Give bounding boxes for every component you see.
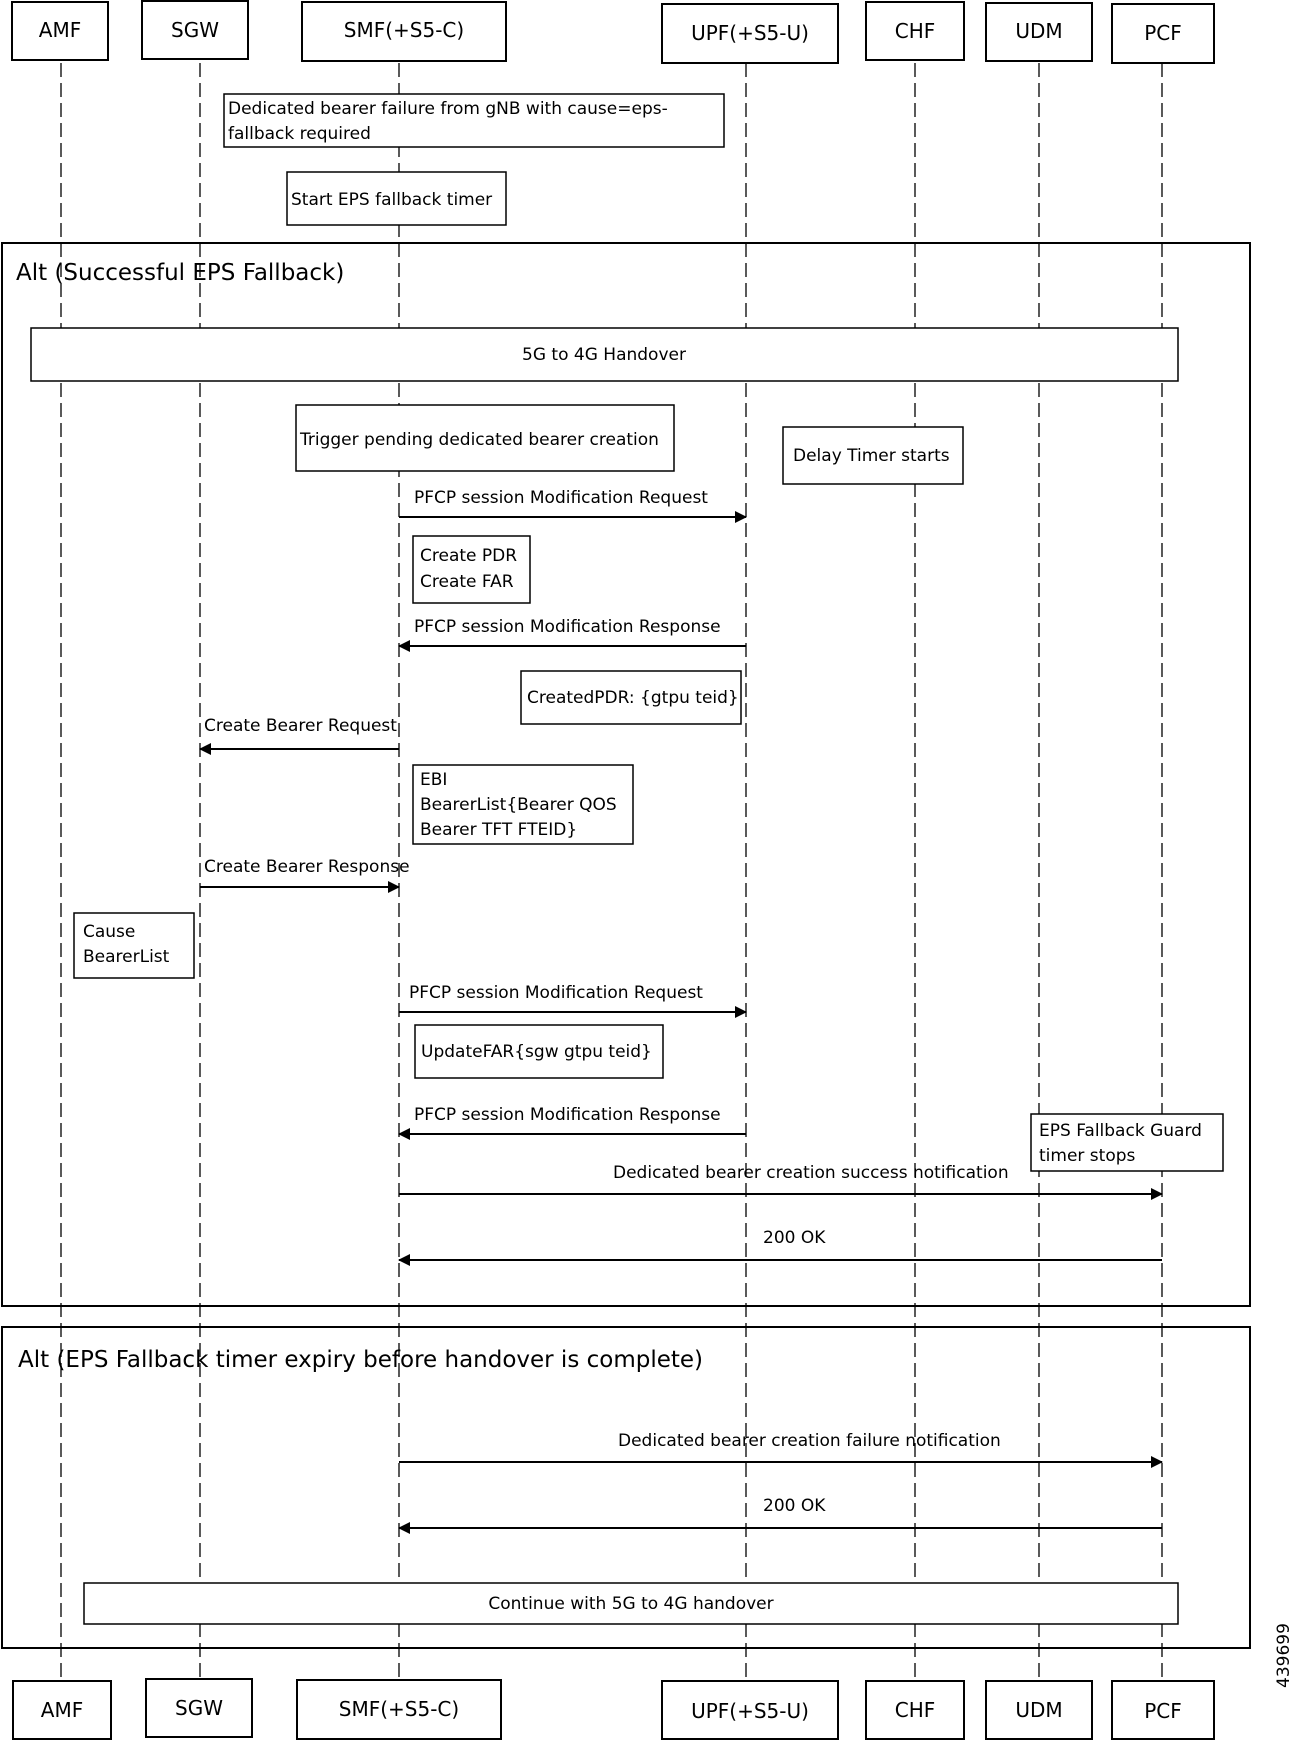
participant-box-upf-bottom: [661, 1680, 839, 1740]
participant-label-smf-bottom: SMF(+S5-C): [339, 1697, 459, 1721]
msg-label-ok-1: 200 OK: [763, 1228, 826, 1248]
participant-box-sgw: [141, 0, 249, 60]
participant-box-amf-bottom: [12, 1680, 112, 1740]
note-bearer-failure: Dedicated bearer failure from gNB with c…: [228, 99, 673, 144]
msg-label-ok-2: 200 OK: [763, 1496, 826, 1516]
note-create-pdr-far-box: [412, 535, 531, 604]
msg-label-failure-notification: Dedicated bearer creation failure notifi…: [618, 1431, 1001, 1451]
participants-bottom: AMF SGW SMF(+S5-C) UPF(+S5-U) CHF UDM PC…: [12, 1678, 1215, 1740]
note-delay-timer-box: [782, 426, 964, 485]
note-created-pdr: CreatedPDR: {gtpu teid}: [527, 688, 739, 708]
msg-label-create-bearer-resp: Create Bearer Response: [204, 857, 410, 877]
note-bearer-failure-box: [223, 93, 725, 148]
participant-box-chf-bottom: [865, 1680, 965, 1740]
note-bearer-details: EBI BearerList{Bearer QOS Bearer TFT FTE…: [420, 770, 622, 840]
participant-box-sgw-bottom: [145, 1678, 253, 1738]
participant-label-chf-bottom: CHF: [895, 1698, 936, 1722]
note-cause-bearerlist: Cause BearerList: [83, 922, 170, 967]
note-continue-handover: Continue with 5G to 4G handover: [488, 1594, 773, 1614]
note-update-far: UpdateFAR{sgw gtpu teid}: [421, 1042, 652, 1062]
participant-label-amf-bottom: AMF: [41, 1698, 83, 1722]
alt-frame-success: [1, 242, 1251, 1307]
participant-label-upf-bottom: UPF(+S5-U): [691, 1699, 809, 1723]
note-delay-timer: Delay Timer starts: [793, 446, 950, 466]
participants-top: AMF SGW SMF(+S5-C) UPF(+S5-U) CHF UDM PC…: [11, 0, 1215, 64]
participant-box-pcf: [1111, 3, 1215, 64]
participant-box-pcf-bottom: [1111, 1680, 1215, 1740]
msg-label-pfcp-req-2: PFCP session Modification Request: [409, 983, 703, 1003]
participant-label-udm: UDM: [1015, 19, 1062, 43]
participant-box-chf: [865, 1, 965, 61]
note-bearer-details-box: [412, 764, 634, 845]
alt-frame-expiry-label: Alt (EPS Fallback timer expiry before ha…: [18, 1347, 703, 1373]
note-create-pdr-far: Create PDR Create FAR: [420, 546, 522, 592]
participant-label-pcf-bottom: PCF: [1144, 1699, 1182, 1723]
msg-label-success-notification: Dedicated bearer creation success notifi…: [613, 1163, 1009, 1183]
msg-label-create-bearer-req: Create Bearer Request: [204, 716, 397, 736]
note-trigger-pending: Trigger pending dedicated bearer creatio…: [299, 430, 659, 450]
participant-label-amf: AMF: [39, 18, 81, 42]
participant-box-amf: [11, 1, 109, 61]
participant-label-sgw: SGW: [171, 18, 219, 42]
participant-label-smf: SMF(+S5-C): [344, 18, 464, 42]
participant-label-sgw-bottom: SGW: [175, 1696, 223, 1720]
note-handover: 5G to 4G Handover: [522, 345, 686, 365]
participant-box-udm-bottom: [985, 1680, 1093, 1740]
msg-label-pfcp-resp-1: PFCP session Modification Response: [414, 617, 721, 637]
participant-label-pcf: PCF: [1144, 21, 1182, 45]
participant-box-smf-bottom: [296, 1679, 502, 1740]
msg-label-pfcp-resp-2: PFCP session Modification Response: [414, 1105, 721, 1125]
note-start-timer: Start EPS fallback timer: [291, 190, 492, 210]
alt-frame-success-label: Alt (Successful EPS Fallback): [16, 260, 344, 286]
figure-number: 439699: [1274, 1623, 1291, 1688]
participant-box-smf: [301, 1, 507, 62]
note-trigger-pending-box: [295, 404, 675, 472]
participant-label-udm-bottom: UDM: [1015, 1698, 1062, 1722]
participant-label-upf: UPF(+S5-U): [691, 21, 809, 45]
note-handover-box: [30, 327, 1179, 382]
msg-label-pfcp-req-1: PFCP session Modification Request: [414, 488, 708, 508]
note-cause-bearerlist-box: [73, 912, 195, 979]
participant-box-udm: [985, 2, 1093, 62]
note-guard-timer: EPS Fallback Guard timer stops: [1039, 1121, 1207, 1166]
alt-frame-expiry: [1, 1326, 1251, 1649]
note-created-pdr-box: [520, 670, 742, 725]
participant-box-upf: [661, 3, 839, 64]
note-update-far-box: [414, 1024, 664, 1079]
note-guard-timer-box: [1030, 1113, 1224, 1172]
note-start-timer-box: [286, 171, 507, 226]
note-continue-handover-box: [83, 1582, 1179, 1625]
participant-label-chf: CHF: [895, 19, 936, 43]
